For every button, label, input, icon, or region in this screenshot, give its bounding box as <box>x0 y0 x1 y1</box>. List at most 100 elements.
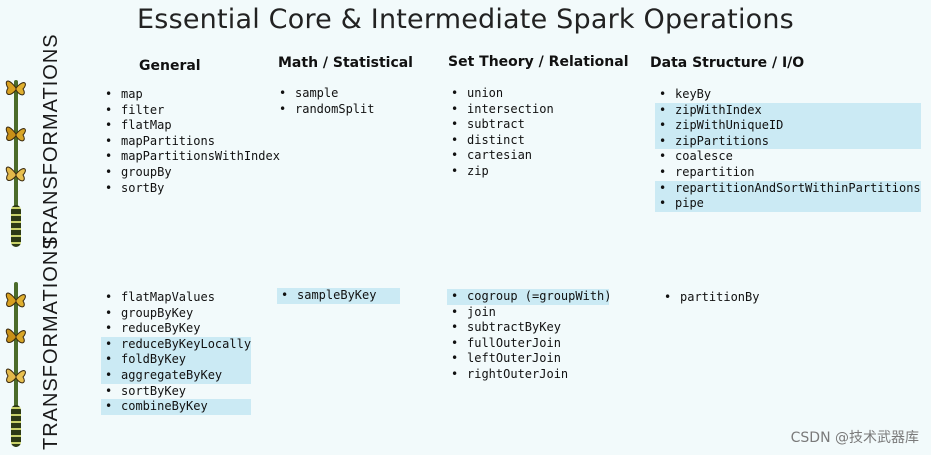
watermark: CSDN @技术武器库 <box>790 430 919 446</box>
operation-item: •union <box>447 86 554 102</box>
butterfly-icon <box>5 126 26 142</box>
operation-label: subtractByKey <box>467 320 561 335</box>
operation-label: sample <box>295 86 339 100</box>
bullet-icon: • <box>451 132 459 147</box>
bullet-icon: • <box>659 102 667 117</box>
operation-label: flatMap <box>121 118 172 133</box>
operation-item: • mapPartitions <box>101 134 280 150</box>
operation-label: groupBy <box>121 164 172 179</box>
operation-item: • reduceByKeyLocally <box>101 336 252 353</box>
operation-item: •foldByKey <box>101 352 251 368</box>
operation-item: •pipe <box>655 196 921 212</box>
operation-item: • zipWithIndex <box>655 102 921 119</box>
bullet-icon: • <box>451 117 459 132</box>
bottom-set-list: •cogroup (=groupWith)•join•subtractByKey… <box>447 289 612 383</box>
operation-label: subtract <box>467 117 525 132</box>
butterfly-icon <box>5 166 26 182</box>
operation-item: • filter <box>101 103 280 119</box>
operation-label: join <box>467 304 496 319</box>
operation-label: cartesian <box>467 148 533 163</box>
bullet-icon: • <box>659 118 667 133</box>
operation-item: •intersection <box>447 102 554 118</box>
operation-label: mapPartitions <box>121 133 215 148</box>
operation-item: •reduceByKey <box>101 321 251 337</box>
operation-item: • zipPartitions <box>655 133 921 150</box>
bullet-icon: • <box>105 399 113 414</box>
butterfly-icon <box>5 292 26 308</box>
operation-label: fullOuterJoin <box>467 335 561 350</box>
operation-label: flatMapValues <box>121 290 215 304</box>
column-header-set-theory: Set Theory / Relational <box>448 54 629 70</box>
operation-label: map <box>121 87 143 101</box>
operation-label: mapPartitionsWithIndex <box>121 149 280 164</box>
bullet-icon: • <box>659 87 667 101</box>
bullet-icon: • <box>105 149 113 164</box>
operation-item: •sortBy <box>101 181 280 197</box>
bullet-icon: • <box>659 164 667 179</box>
bullet-icon: • <box>279 86 287 100</box>
plant-stem-top <box>14 80 18 245</box>
operation-item: •subtractByKey <box>447 320 609 336</box>
operation-label: sortByKey <box>121 383 187 398</box>
bullet-icon: • <box>105 305 113 320</box>
operation-item: • sample <box>275 86 374 102</box>
operation-item: •sampleByKey <box>277 288 400 304</box>
bullet-icon: • <box>105 133 113 148</box>
bottom-general-list: •flatMapValues•groupByKey•reduceByKey•re… <box>101 290 251 415</box>
operation-item: • sortByKey <box>101 384 251 400</box>
bullet-icon: • <box>451 351 459 366</box>
operation-item: • fullOuterJoin <box>447 336 609 352</box>
bullet-icon: • <box>105 383 113 398</box>
operation-item: • repartitionAndSortWithinPartitions <box>655 180 921 197</box>
side-label-transformations-top: TRANSFORMATIONS <box>40 33 62 248</box>
top-math-list: • sample •randomSplit <box>275 86 374 117</box>
operation-item: • mapPartitionsWithIndex <box>101 149 280 165</box>
bullet-icon: • <box>659 149 667 164</box>
bullet-icon: • <box>105 102 113 117</box>
operation-label: distinct <box>467 132 525 147</box>
operation-item: •randomSplit <box>275 102 374 118</box>
operation-label: reduceByKey <box>121 321 201 336</box>
operation-label: reduceByKeyLocally <box>121 336 252 351</box>
operation-label: zipPartitions <box>675 133 769 148</box>
top-data-list: •keyBy•zipWithIndex•zipWithUniqueID•zipP… <box>655 87 921 212</box>
bullet-icon: • <box>451 148 459 163</box>
column-header-math: Math / Statistical <box>278 55 413 71</box>
bullet-icon: • <box>105 118 113 133</box>
bullet-icon: • <box>451 163 459 178</box>
operation-item: •cogroup (=groupWith) <box>447 289 612 305</box>
bullet-icon: • <box>105 87 113 101</box>
operation-item: • map <box>101 87 280 103</box>
operation-item: •keyBy <box>655 87 921 103</box>
operation-item: •repartition <box>655 165 921 181</box>
operation-label: zipWithUniqueID <box>675 118 784 133</box>
plant-stem-bottom <box>14 282 18 447</box>
operation-label: coalesce <box>675 149 733 164</box>
operation-item: •groupBy <box>101 165 280 181</box>
bullet-icon: • <box>279 101 287 116</box>
bullet-icon: • <box>105 352 113 367</box>
operation-label: zipWithIndex <box>675 102 762 117</box>
operation-item: • cartesian <box>447 148 554 164</box>
operation-label: repartitionAndSortWithinPartitions <box>675 180 921 195</box>
bullet-icon: • <box>105 336 113 351</box>
operation-label: union <box>467 86 504 100</box>
bullet-icon: • <box>659 133 667 148</box>
operation-item: •rightOuterJoin <box>447 367 609 383</box>
operation-label: leftOuterJoin <box>467 351 561 366</box>
operation-item: •partitionBy <box>660 290 759 306</box>
operation-item: • distinct <box>447 133 554 149</box>
operation-item: • flatMap <box>101 118 280 134</box>
column-header-general: General <box>139 58 201 74</box>
bullet-icon: • <box>281 288 289 302</box>
operation-label: filter <box>121 102 165 117</box>
operation-label: aggregateByKey <box>121 367 223 382</box>
bullet-icon: • <box>451 335 459 350</box>
bottom-math-list: •sampleByKey <box>277 288 400 304</box>
bullet-icon: • <box>105 180 113 195</box>
operation-item: • subtract <box>447 117 554 133</box>
bottom-data-list: •partitionBy <box>660 290 759 306</box>
butterfly-icon <box>5 368 26 384</box>
bullet-icon: • <box>659 180 667 195</box>
page-title: Essential Core & Intermediate Spark Oper… <box>137 4 794 35</box>
